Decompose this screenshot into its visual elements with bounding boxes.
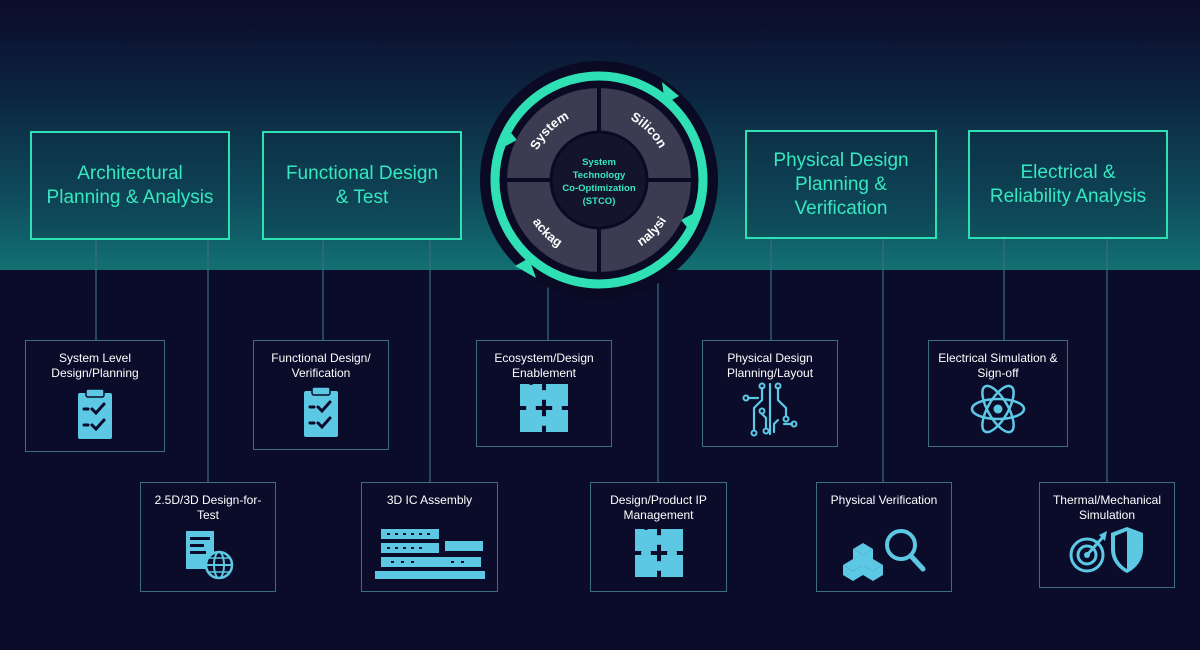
tool-label: 2.5D/3D Design-for-Test	[154, 493, 262, 522]
wheel-cycle-ring	[490, 71, 708, 289]
cycle-arrow-icon	[681, 211, 698, 232]
checklist-icon	[65, 385, 125, 443]
tool-system-level-design: System Level Design/Planning	[25, 340, 165, 452]
tool-label: Thermal/Mechanical Simulation	[1052, 493, 1162, 522]
tool-ip-management: Design/Product IP Management	[590, 482, 727, 592]
tool-label: 3D IC Assembly	[386, 493, 473, 507]
category-electrical-reliability: Electrical & Reliability Analysis	[968, 130, 1168, 239]
stco-center-line: System	[582, 157, 616, 168]
tool-25d-3d-dft: 2.5D/3D Design-for-Test	[140, 482, 276, 592]
cycle-arrow-icon	[500, 128, 517, 149]
stacked-layers-icon	[371, 525, 489, 583]
category-physical-design: Physical Design Planning & Verification	[745, 130, 937, 239]
cycle-arrow-icon	[662, 82, 679, 104]
category-label: Physical Design Planning & Verification	[773, 149, 909, 219]
tool-label: Physical Design Planning/Layout	[726, 351, 814, 380]
puzzle-icon	[514, 380, 574, 438]
cycle-arrow-icon	[515, 258, 536, 278]
puzzle-icon	[629, 525, 689, 583]
tool-ecosystem-enablement: Ecosystem/Design Enablement	[476, 340, 612, 447]
tool-electrical-simulation: Electrical Simulation & Sign-off	[928, 340, 1068, 447]
checklist-icon	[291, 383, 351, 441]
tool-3d-ic-assembly: 3D IC Assembly	[361, 482, 498, 592]
category-architectural-planning: Architectural Planning & Analysis	[30, 131, 230, 240]
tool-label: Physical Verification	[830, 493, 938, 507]
stco-center-line: Co-Optimization	[562, 183, 636, 194]
category-label: Electrical & Reliability Analysis	[989, 161, 1147, 207]
stco-wheel: System Silicon Analysis Package System T…	[479, 60, 719, 300]
stco-center-line: Technology	[573, 170, 626, 181]
tool-label: Electrical Simulation & Sign-off	[938, 351, 1058, 380]
stco-center-line: (STCO)	[583, 196, 616, 207]
tool-physical-layout: Physical Design Planning/Layout	[702, 340, 838, 447]
tool-thermal-mechanical: Thermal/Mechanical Simulation	[1039, 482, 1175, 588]
tool-label: System Level Design/Planning	[51, 351, 139, 380]
atom-icon	[968, 380, 1028, 438]
category-label: Functional Design & Test	[285, 162, 439, 208]
target-shield-icon	[1065, 521, 1149, 579]
magnifier-boxes-icon	[839, 525, 929, 583]
document-globe-icon	[178, 525, 238, 583]
wheel-center	[549, 130, 649, 230]
circuit-icon	[740, 380, 800, 438]
tool-label: Design/Product IP Management	[610, 493, 707, 522]
tool-functional-verification: Functional Design/ Verification	[253, 340, 389, 450]
category-label: Architectural Planning & Analysis	[46, 162, 214, 208]
tool-label: Functional Design/ Verification	[271, 351, 371, 380]
category-functional-design-test: Functional Design & Test	[262, 131, 462, 240]
tool-label: Ecosystem/Design Enablement	[494, 351, 594, 380]
tool-physical-verification: Physical Verification	[816, 482, 952, 592]
